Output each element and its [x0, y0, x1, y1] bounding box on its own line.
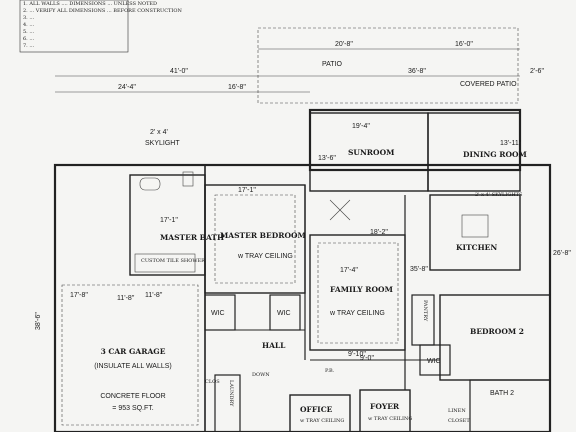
- family-room-label: FAMILY ROOM: [330, 285, 393, 294]
- note-line: 4. ...: [23, 22, 35, 28]
- note-line: 3. ...: [23, 15, 35, 21]
- sunroom-depth: 13'-6": [318, 155, 336, 162]
- patio-label: PATIO: [322, 61, 343, 68]
- garage-label: 3 CAR GARAGE: [101, 347, 166, 356]
- dim-2-6: 2'-6": [530, 68, 544, 75]
- interior-partitions: [205, 185, 440, 390]
- hall: HALL 9'-10": [262, 341, 366, 358]
- bedroom-2-label: BEDROOM 2: [470, 327, 524, 336]
- bath-width: 11'-8": [117, 295, 135, 302]
- master-width: 17'-1": [238, 187, 256, 194]
- garage-width: 17'-8": [70, 292, 88, 299]
- note-line: 1. ALL WALLS .... DIMENSIONS ... UNLESS …: [23, 1, 157, 7]
- kitchen-width: 35'-8": [410, 266, 428, 273]
- wic-label: WIC: [277, 310, 291, 317]
- garage-width-2: 11'-8": [145, 292, 163, 299]
- dim-24-4: 24'-4": [118, 84, 136, 91]
- dim-36-8: 36'-8": [408, 68, 426, 75]
- skylight-size: 2' x 4': [150, 129, 168, 136]
- pantry-label: PANTRY: [422, 300, 428, 322]
- laundry-label: LAUNDRY: [228, 380, 234, 407]
- bath-2-label: BATH 2: [490, 390, 514, 397]
- wic-label: WIC: [427, 358, 441, 365]
- kitchen: KITCHEN 2' x 4' SKYLIGHTS 35'-8": [410, 192, 523, 273]
- linen-label: LINEN: [448, 408, 466, 414]
- dining-room-label: DINING ROOM: [463, 150, 527, 159]
- closet-label: CLOSET: [448, 418, 470, 424]
- concrete-floor-label: CONCRETE FLOOR: [100, 393, 165, 400]
- note-line: 2. ... VERIFY ALL DIMENSIONS ... BEFORE …: [23, 8, 182, 14]
- patio-area: PATIO COVERED PATIO: [257, 27, 519, 104]
- note-line: 6. ...: [23, 36, 35, 42]
- sunroom-width: 19'-4": [352, 123, 370, 130]
- family-width: 17'-4": [340, 267, 358, 274]
- dim-20-8: 20'-8": [335, 41, 353, 48]
- family-tray: w TRAY CEILING: [329, 310, 385, 317]
- hall-label: HALL: [262, 341, 286, 350]
- sunroom-label: SUNROOM: [348, 148, 394, 157]
- note-line: 5. ...: [23, 29, 35, 35]
- master-tray: w TRAY CEILING: [237, 253, 293, 260]
- insulate-label: (INSULATE ALL WALLS): [94, 363, 172, 370]
- office-tray: w TRAY CEILING: [300, 418, 344, 424]
- garage: 3 CAR GARAGE (INSULATE ALL WALLS) CONCRE…: [35, 164, 206, 432]
- pantry: PANTRY: [411, 294, 435, 346]
- note-line: 7. ...: [23, 43, 35, 49]
- kitchen-label: KITCHEN: [456, 243, 497, 252]
- office: OFFICE w TRAY CEILING P.B.: [289, 368, 351, 432]
- foyer-tray: w TRAY CEILING: [368, 416, 412, 422]
- master-width-2: 17'-1": [160, 217, 178, 224]
- hall-width: 9'-10": [348, 351, 366, 358]
- foyer: FOYER w TRAY CEILING 9'-0": [359, 355, 412, 432]
- dim-16-8: 16'-8": [228, 84, 246, 91]
- pb-label: P.B.: [325, 368, 335, 374]
- right-depth: 26'-8": [553, 250, 571, 257]
- top-dimension-lines: 20'-8" 16'-0" 41'-0" 36'-8" 24'-4" 16'-8…: [55, 41, 544, 93]
- sqft-label: = 953 SQ.FT.: [112, 405, 153, 412]
- general-notes-block: 1. ALL WALLS .... DIMENSIONS ... UNLESS …: [19, 0, 182, 53]
- left-depth: 38'-6": [35, 312, 42, 330]
- kitchen-skylights: 2' x 4' SKYLIGHTS: [475, 192, 523, 198]
- clos-label: CLOS: [205, 379, 220, 385]
- laundry: LAUNDRY DOWN CLOS: [205, 372, 270, 432]
- dim-16-0: 16'-0": [455, 41, 473, 48]
- family-width-2: 18'-2": [370, 229, 388, 236]
- master-bath-label: MASTER BATH: [160, 233, 224, 242]
- down-label: DOWN: [252, 372, 270, 378]
- dim-9-0: 9'-0": [360, 355, 374, 362]
- master-bath: MASTER BATH CUSTOM TILE SHOWER 11'-8": [117, 171, 224, 302]
- shower-label: CUSTOM TILE SHOWER: [141, 258, 205, 264]
- skylight-label: SKYLIGHT: [145, 140, 180, 147]
- covered-patio-label: COVERED PATIO: [460, 81, 517, 88]
- dining-depth: 13'-11": [500, 140, 522, 147]
- master-bedroom-label: MASTER BEDROOM: [220, 231, 306, 240]
- dim-41-0: 41'-0": [170, 68, 188, 75]
- office-label: OFFICE: [300, 405, 333, 414]
- bath-2: BATH 2 LINEN CLOSET: [448, 379, 551, 432]
- skylight-note: 2' x 4' SKYLIGHT: [145, 129, 180, 147]
- wic-label: WIC: [211, 310, 225, 317]
- dining-room: DINING ROOM 13'-11": [427, 112, 527, 192]
- foyer-label: FOYER: [370, 402, 400, 411]
